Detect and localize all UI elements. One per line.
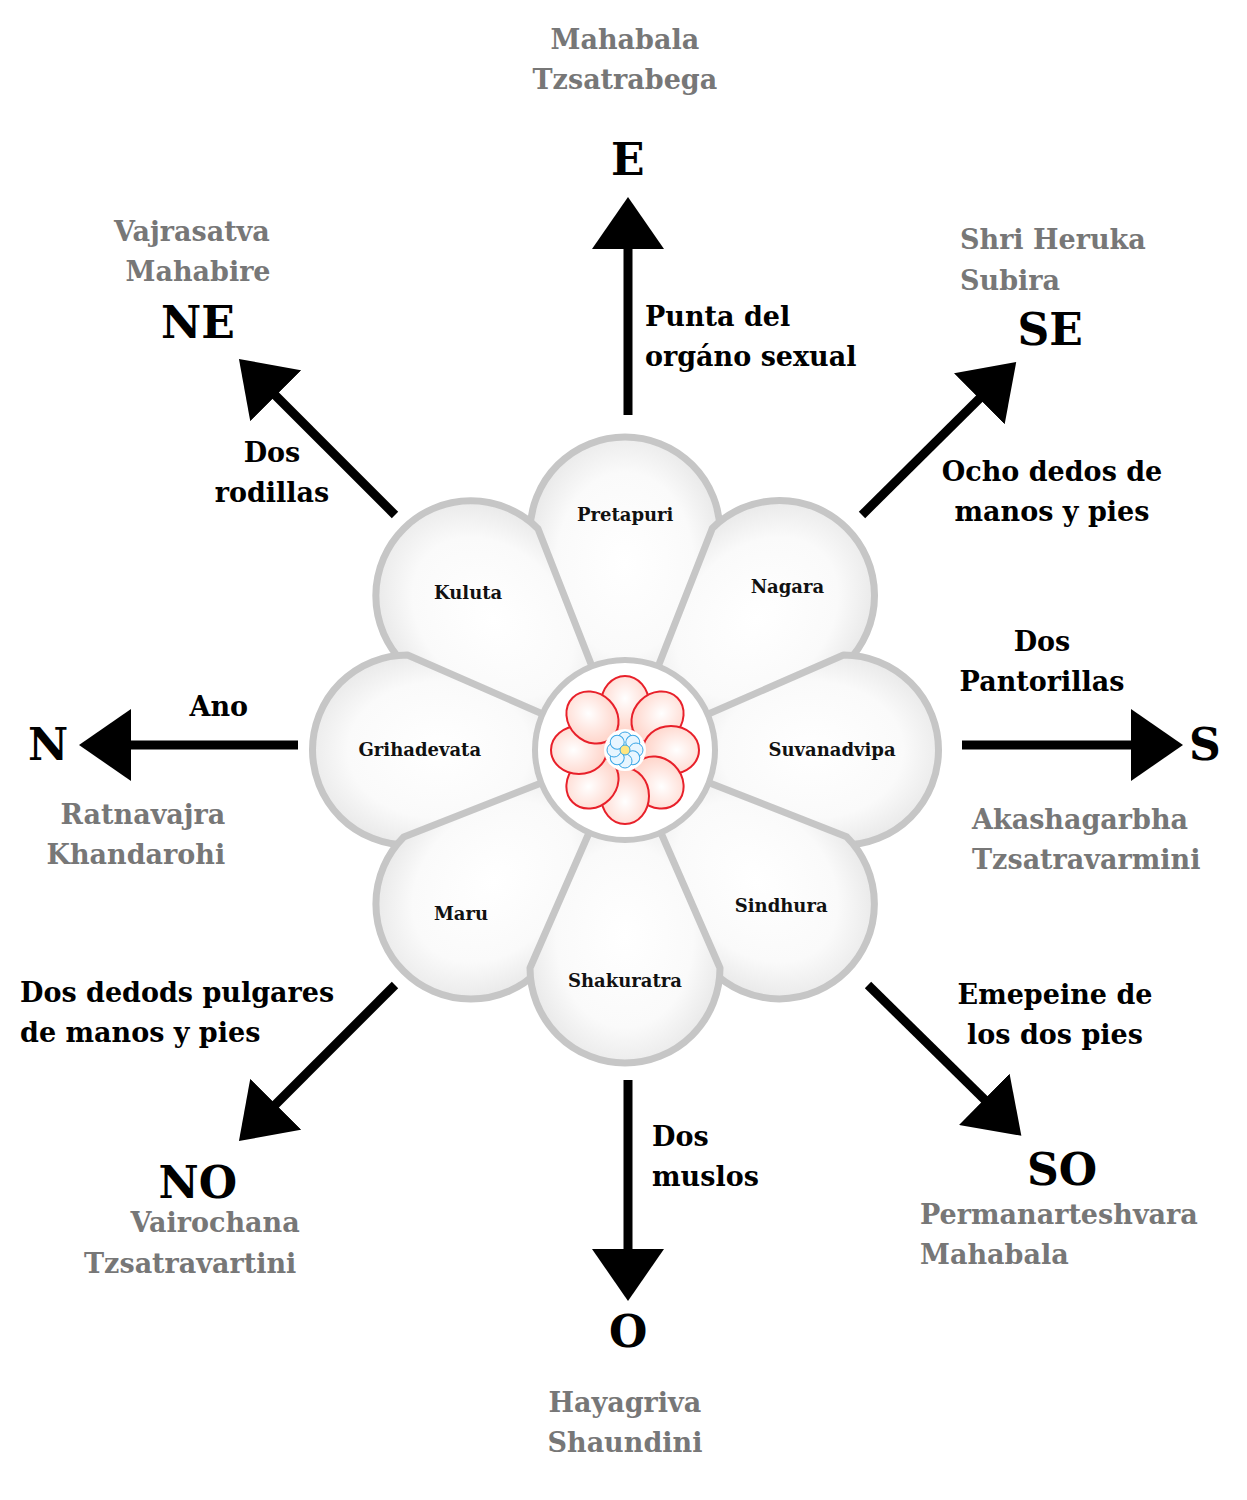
- deity-name: Vajrasatva: [114, 212, 270, 252]
- direction-label: S: [1189, 717, 1221, 773]
- deity-name: Mahabala: [551, 20, 700, 60]
- arrow-label: Dos rodillas: [192, 433, 352, 513]
- arrow-label: Dos muslos: [652, 1117, 782, 1197]
- deity-name: Mahabire: [126, 252, 271, 292]
- arrow-label: Dos dedods pulgares de manos y pies: [20, 973, 360, 1053]
- deity-name: Mahabala: [920, 1235, 1069, 1275]
- deity-name: Ratnavajra: [61, 795, 226, 835]
- deity-name: Shri Heruka: [960, 220, 1146, 260]
- deity-name: Khandarohi: [47, 835, 226, 875]
- arrow-label: Ano: [190, 687, 249, 727]
- center-disc: [535, 660, 715, 840]
- arrow-east: [624, 248, 633, 415]
- red-lotus: [551, 676, 699, 824]
- arrow-label: Punta del orgáno sexual: [645, 297, 885, 377]
- deity-name: Permanarteshvara: [920, 1195, 1198, 1235]
- direction-label: N: [28, 717, 68, 773]
- deity-name: Tzsatravartini: [84, 1244, 296, 1284]
- direction-label: E: [611, 132, 645, 188]
- petal-label: Nagara: [751, 575, 825, 599]
- lotus-petal: Pretapuri: [571, 499, 679, 531]
- lotus-petal: Shakuratra: [562, 965, 688, 997]
- petal-label: Grihadevata: [359, 738, 482, 762]
- deity-name: Tzsatrabega: [533, 60, 718, 100]
- lotus-petal: Sindhura: [729, 890, 834, 922]
- arrow-west: [624, 1080, 633, 1250]
- lotus-petal: Kuluta: [428, 577, 508, 609]
- deity-name: Akashagarbha: [972, 800, 1188, 840]
- deity-name: Tzsatravarmini: [972, 840, 1200, 880]
- lotus-petal: Maru: [428, 898, 494, 930]
- arrow-north: [130, 741, 298, 750]
- arrow-south: [962, 741, 1132, 750]
- deity-name: Hayagriva: [549, 1383, 702, 1423]
- arrow-label: Ocho dedos de manos y pies: [917, 452, 1187, 532]
- direction-label: SO: [1027, 1142, 1097, 1198]
- lotus-petal: Grihadevata: [353, 734, 488, 766]
- direction-label: NO: [159, 1155, 238, 1211]
- lotus-petal: Nagara: [745, 571, 831, 603]
- direction-label: O: [609, 1304, 647, 1360]
- arrow-label: Emepeine de los dos pies: [948, 975, 1163, 1055]
- blue-lotus: [607, 732, 643, 768]
- petal-label: Pretapuri: [577, 503, 673, 527]
- lotus-petal: Suvanadvipa: [763, 734, 902, 766]
- petal-label: Suvanadvipa: [769, 738, 896, 762]
- petal-label: Maru: [434, 902, 488, 926]
- arrow-label: Dos Pantorillas: [942, 622, 1142, 702]
- petal-label: Shakuratra: [568, 969, 682, 993]
- petal-label: Sindhura: [735, 894, 828, 918]
- direction-label: NE: [161, 295, 235, 351]
- deity-name: Shaundini: [548, 1423, 703, 1463]
- deity-name: Vairochana: [131, 1203, 300, 1243]
- direction-label: SE: [1018, 302, 1083, 358]
- petal-label: Kuluta: [434, 581, 502, 605]
- deity-name: Subira: [960, 261, 1060, 301]
